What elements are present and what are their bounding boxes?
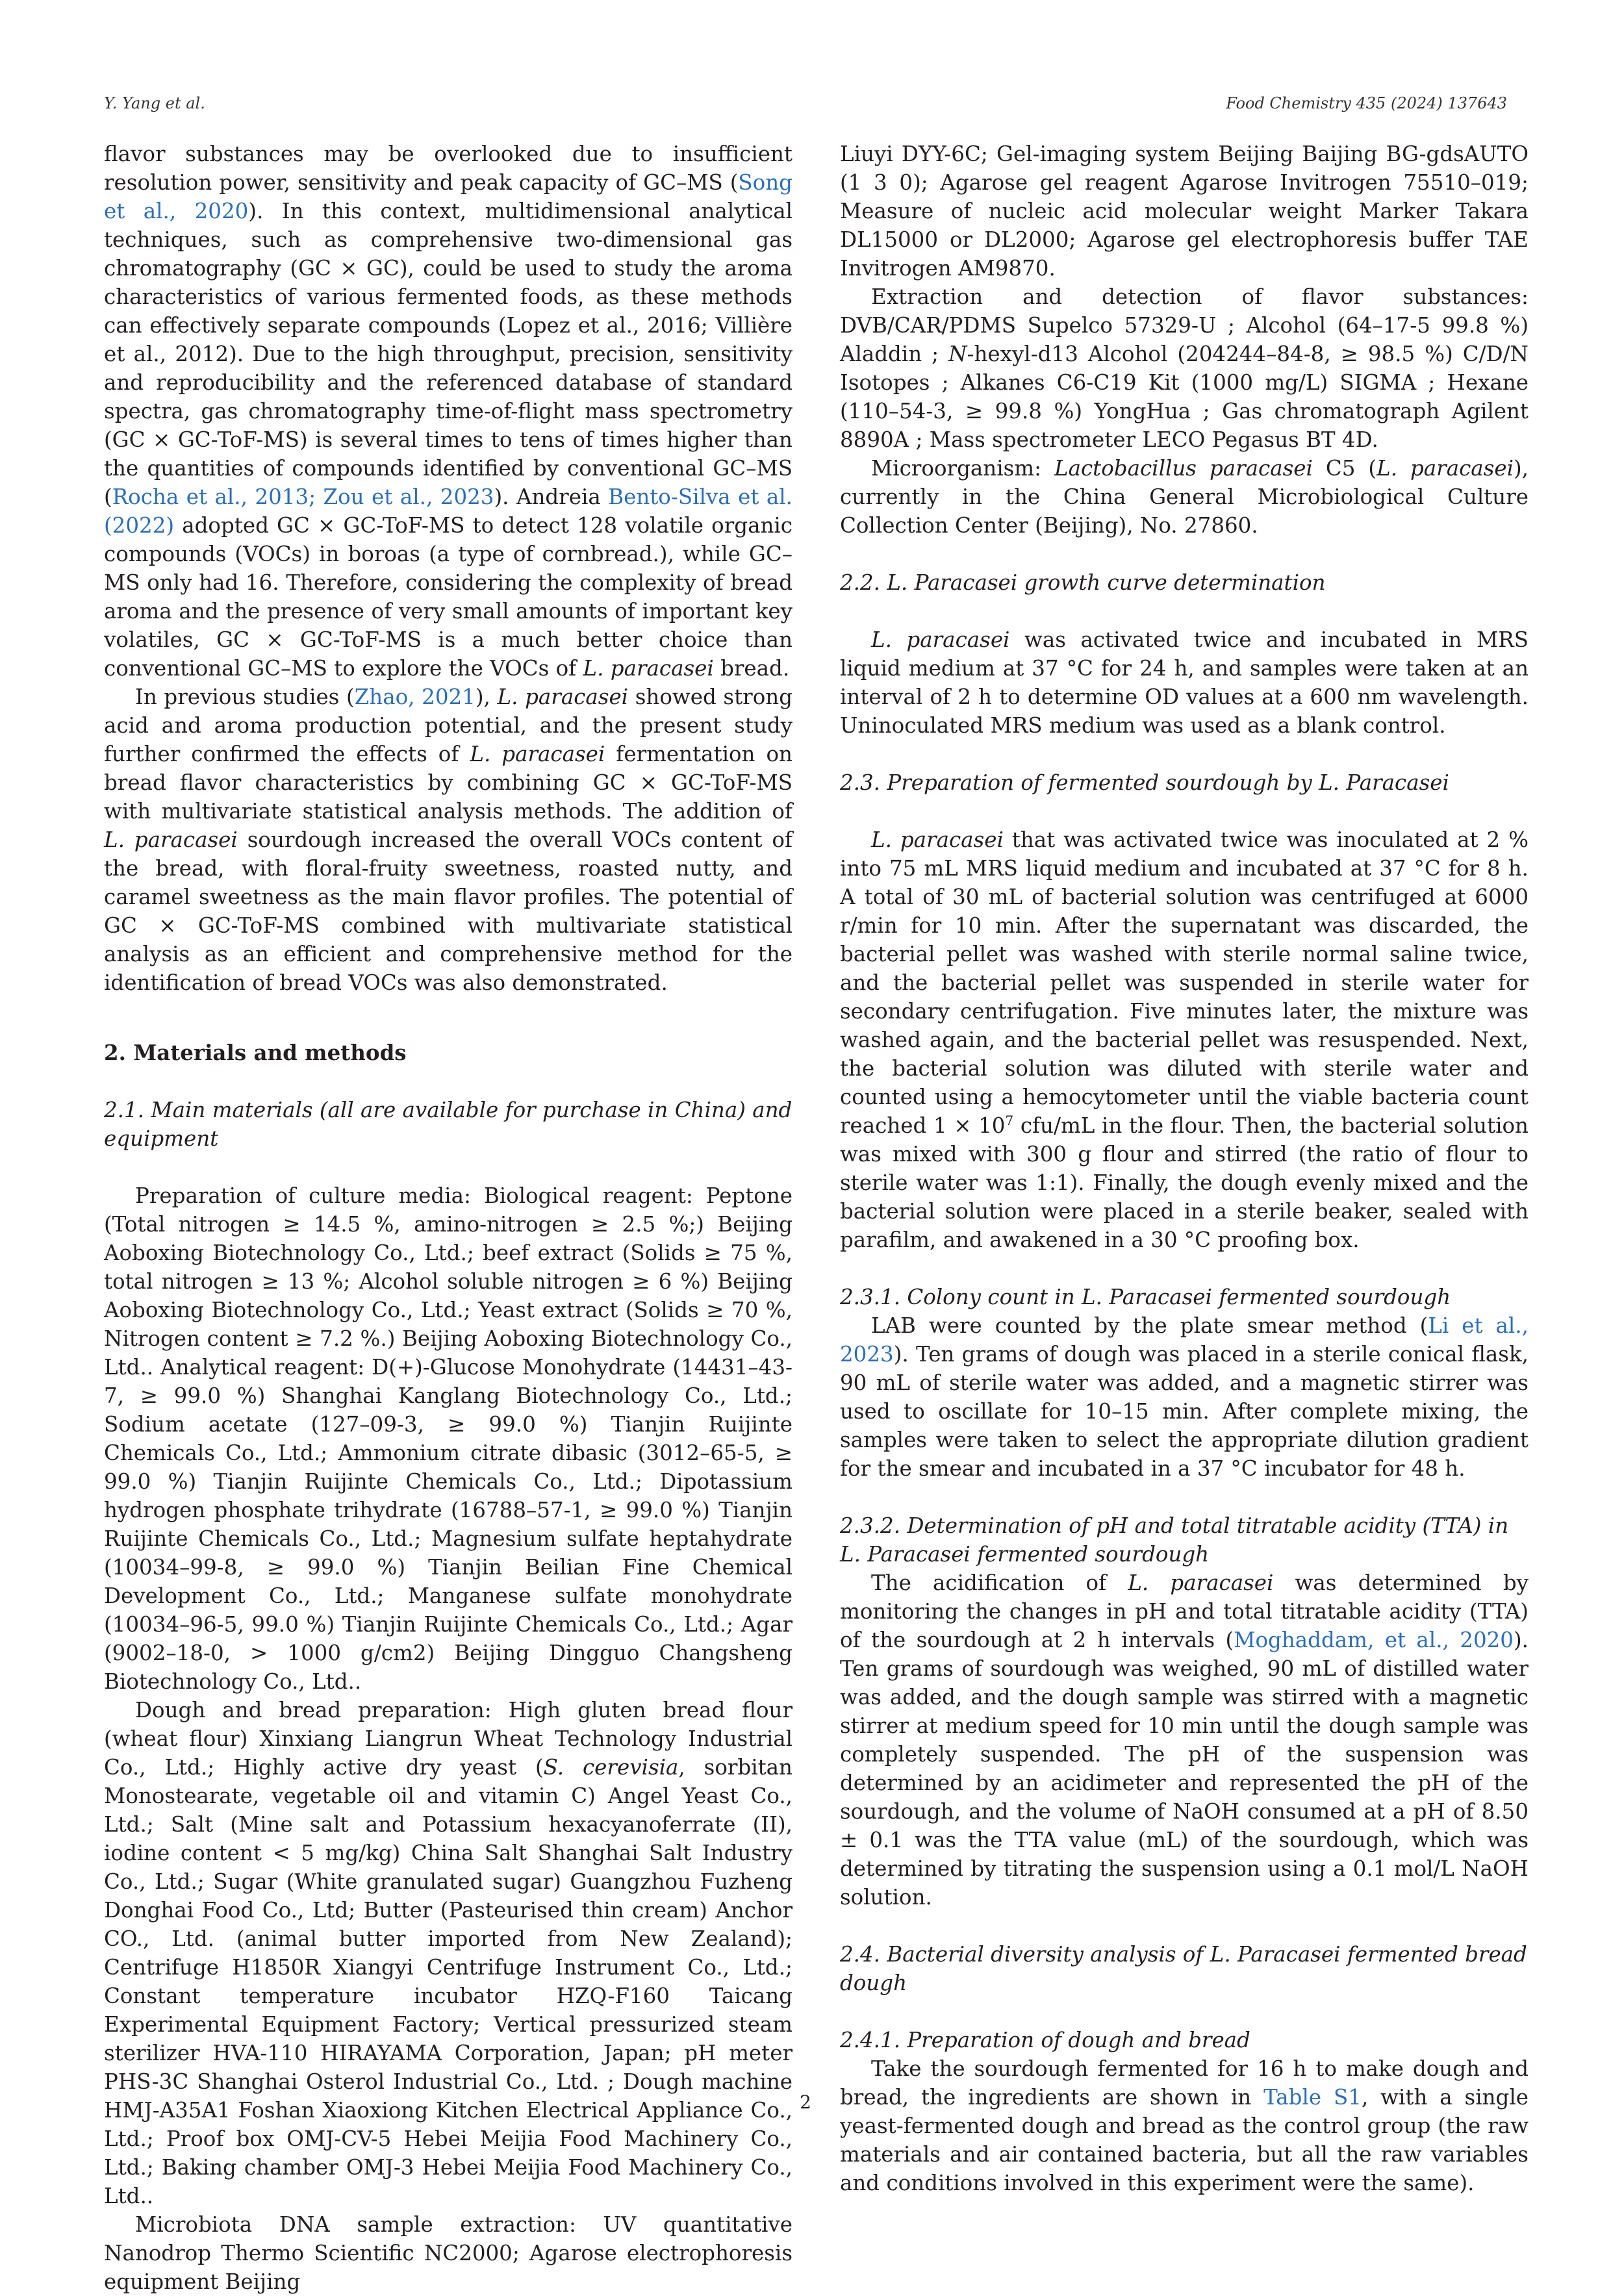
citation-link[interactable]: Song et al., 2020 [104,170,793,223]
subsection-heading: 2.4. Bacterial diversity analysis of L. … [840,1942,1527,1995]
paragraph: In previous studies (Zhao, 2021), L. par… [104,685,793,995]
citation-link[interactable]: Zhao, 2021 [354,685,476,709]
paragraph: Preparation of culture media: Biological… [104,1183,793,1694]
paragraph: flavor substances may be overlooked due … [104,142,793,681]
subsection-heading: 2.1. Main materials (all are available f… [104,1098,793,1151]
citation-link[interactable]: Bento-Silva et al. (2022) [104,485,793,538]
paragraph: Liuyi DYY-6C; Gel-imaging system Beijing… [840,142,1529,281]
page-number: 2 [800,2091,811,2113]
paragraph: The acidification of L. paracasei was de… [840,1571,1529,1910]
citation-link[interactable]: Moghaddam, et al., 2020 [1234,1628,1514,1652]
subsection-heading: 2.3. Preparation of fermented sourdough … [840,770,1449,795]
citation-link[interactable]: Rocha et al., 2013; Zou et al., 2023 [112,485,494,509]
subsubsection-heading: 2.3.2. Determination of pH and total tit… [840,1513,1509,1567]
paragraph: Microorganism: Lactobacillus paracasei C… [840,456,1529,538]
subsubsection-heading: 2.4.1. Preparation of dough and bread [840,2028,1250,2052]
paragraph: LAB were counted by the plate smear meth… [840,1313,1529,1481]
subsubsection-heading: 2.3.1. Colony count in L. Paracasei ferm… [840,1285,1451,1309]
running-header-journal: Food Chemistry 435 (2024) 137643 [1226,94,1507,112]
paragraph: L. paracasei was activated twice and inc… [840,627,1529,738]
table-link[interactable]: Table S1 [1263,2085,1362,2110]
paragraph: Dough and bread preparation: High gluten… [104,1698,793,2208]
running-header-authors: Y. Yang et al. [104,94,205,112]
paragraph: L. paracasei that was activated twice wa… [840,827,1529,1252]
right-column: Liuyi DYY-6C; Gel-imaging system Beijing… [840,140,1529,2197]
subsection-heading: 2.2. L. Paracasei growth curve determina… [840,570,1326,595]
left-column: flavor substances may be overlooked due … [104,140,793,2296]
section-heading: 2. Materials and methods [104,1040,407,1065]
paragraph: Microbiota DNA sample extraction: UV qua… [104,2212,793,2294]
paragraph: Take the sourdough fermented for 16 h to… [840,2056,1529,2195]
paragraph: Extraction and detection of flavor subst… [840,284,1529,452]
citation-link[interactable]: Li et al., 2023 [840,1313,1529,1367]
